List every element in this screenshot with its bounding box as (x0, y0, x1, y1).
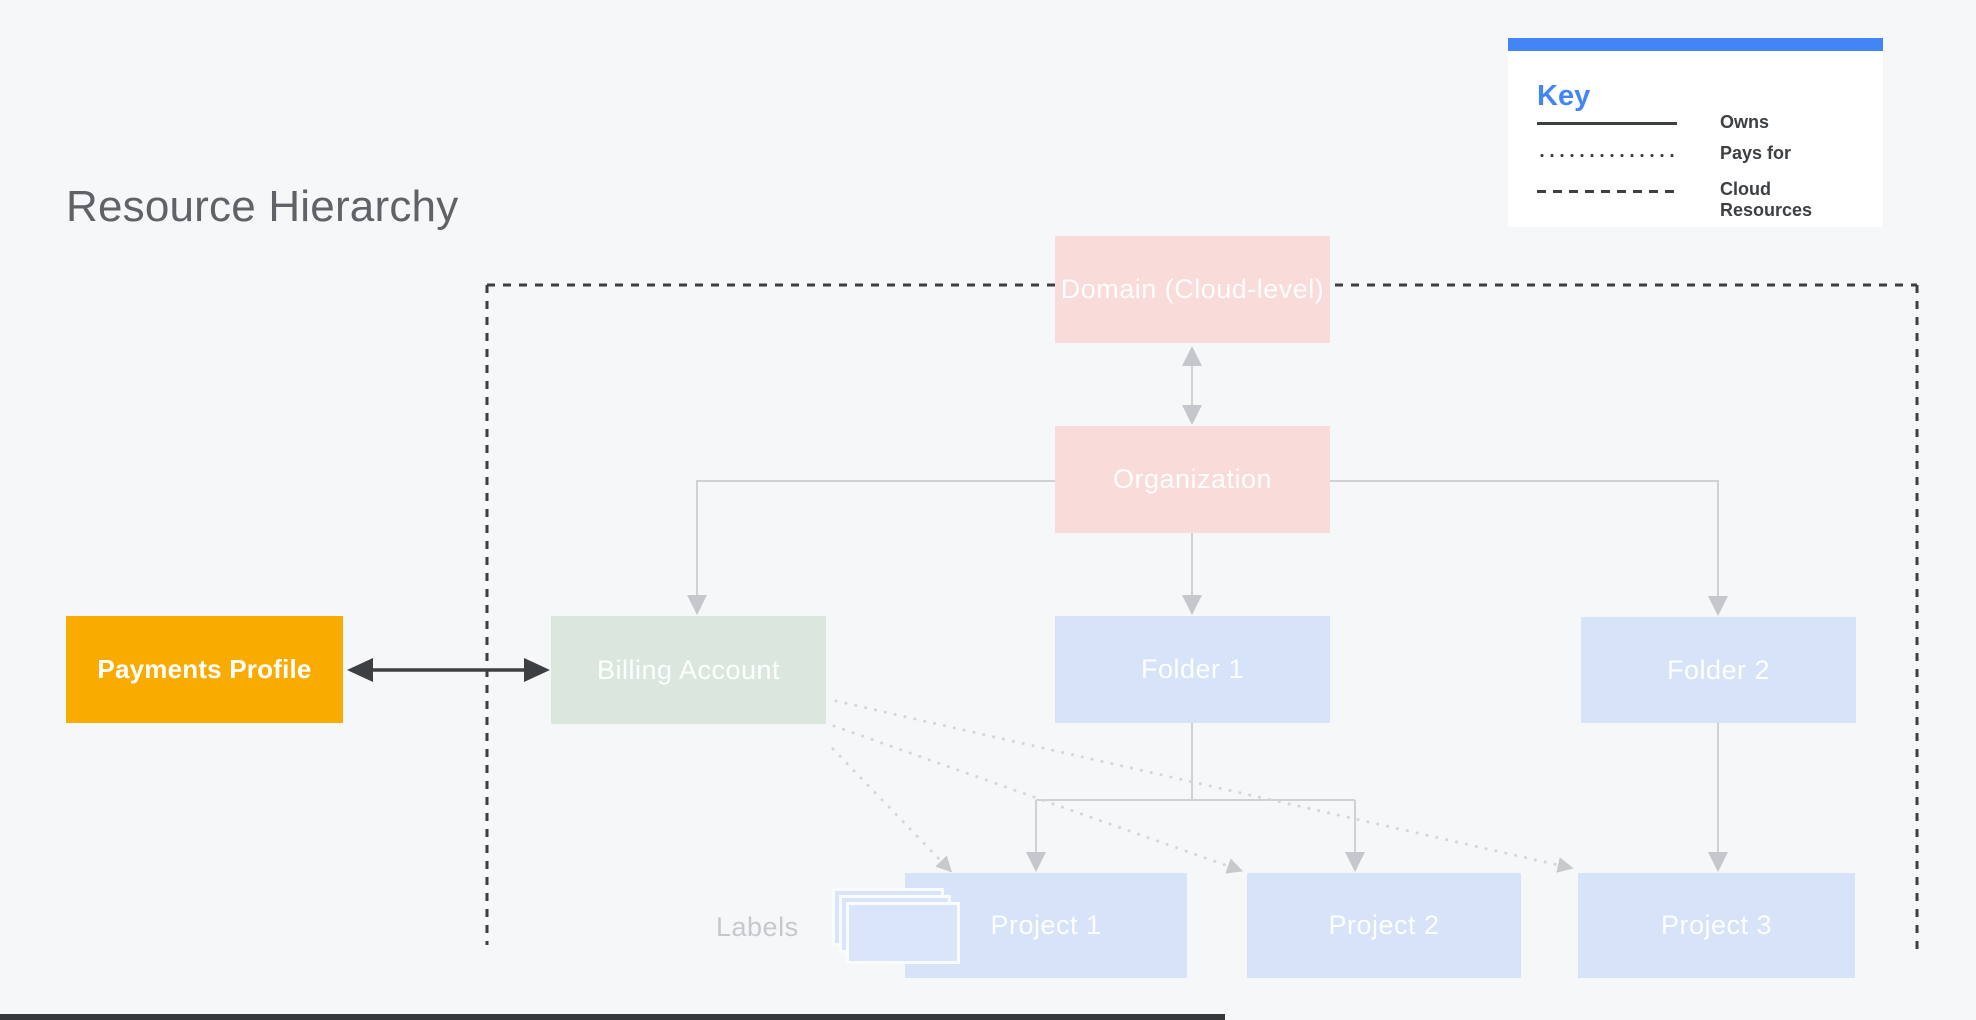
node-payments-profile: Payments Profile (66, 616, 343, 723)
legend-label-owns: Owns (1720, 112, 1770, 132)
node-project-2: Project 2 (1247, 873, 1521, 978)
node-organization: Organization (1055, 426, 1330, 533)
solid-line-sample (1537, 122, 1677, 125)
dashed-line-sample (1537, 190, 1677, 193)
legend-key-box: Key Owns Pays for Cloud Resources (1508, 38, 1883, 227)
page-title: Resource Hierarchy (66, 182, 459, 231)
node-folder-1: Folder 1 (1055, 616, 1330, 723)
bottom-edge-strip (0, 1014, 1225, 1020)
node-project-3: Project 3 (1578, 873, 1855, 978)
pays-for-connectors (831, 699, 1574, 874)
node-folder-2: Folder 2 (1581, 617, 1856, 723)
legend-accent-bar (1508, 38, 1883, 51)
labels-annotation: Labels (716, 912, 799, 942)
node-domain: Domain (Cloud-level) (1055, 236, 1330, 343)
legend-label-cloud-resources: Cloud Resources (1720, 179, 1813, 220)
legend-label-pays-for: Pays for (1720, 143, 1792, 163)
owns-connectors (687, 346, 1728, 872)
legend-heading: Key (1537, 80, 1591, 112)
cloud-resources-boundary (485, 283, 1919, 955)
labels-stack-icon (846, 902, 960, 964)
node-billing-account: Billing Account (551, 616, 826, 724)
dotted-line-sample (1537, 154, 1677, 157)
